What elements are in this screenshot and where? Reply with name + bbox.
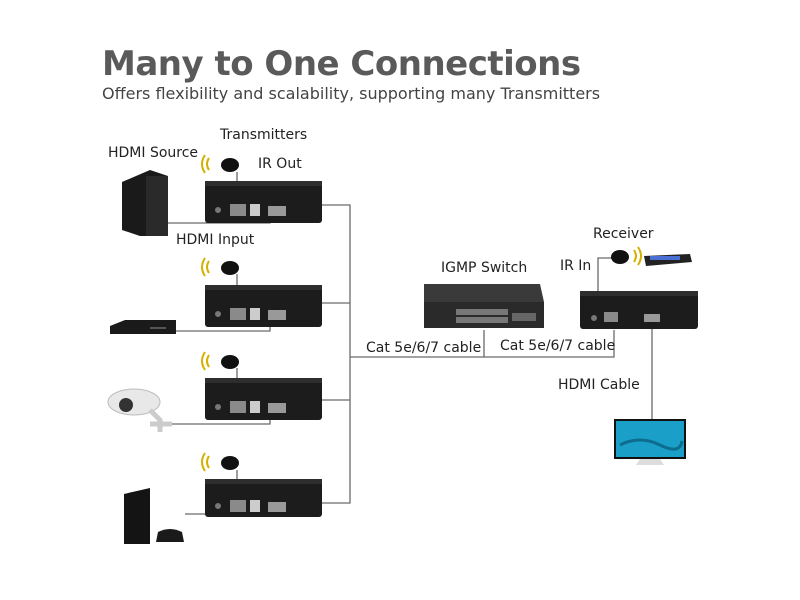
hdmi-cable-label: HDMI Cable [558,377,640,393]
transmitter-3 [205,378,322,420]
transmitter-2 [205,285,322,327]
transmitter-1 [205,181,322,223]
ir-emitter-icon [201,154,239,174]
game-console-icon [124,488,184,544]
ir-in-label: IR In [560,258,592,274]
transmitter-4 [205,479,322,517]
tower-pc-icon [122,170,168,236]
receiver [580,291,698,329]
page-subtitle: Offers flexibility and scalability, supp… [102,84,601,103]
ir-out-label: IR Out [258,156,302,172]
blu-ray-player-icon [110,320,176,334]
hdmi-source-label: HDMI Source [108,145,199,161]
cat-cable-right-label: Cat 5e/6/7 cable [500,338,616,354]
security-camera-icon [107,388,172,432]
igmp-switch [424,284,544,328]
receiver-label: Receiver [593,226,654,242]
igmp-switch-label: IGMP Switch [441,260,528,276]
page-title: Many to One Connections [102,44,581,84]
hdmi-input-label: HDMI Input [176,232,255,248]
ir-receiver-icon [611,246,642,266]
tv-display-icon [614,419,686,465]
transmitters-label: Transmitters [220,127,308,143]
cat-cable-left-label: Cat 5e/6/7 cable [366,340,482,356]
remote-control-icon [644,254,692,266]
ir-emitter-icon [201,257,239,277]
ir-emitter-icon [201,351,239,371]
ir-emitter-icon [201,452,239,472]
